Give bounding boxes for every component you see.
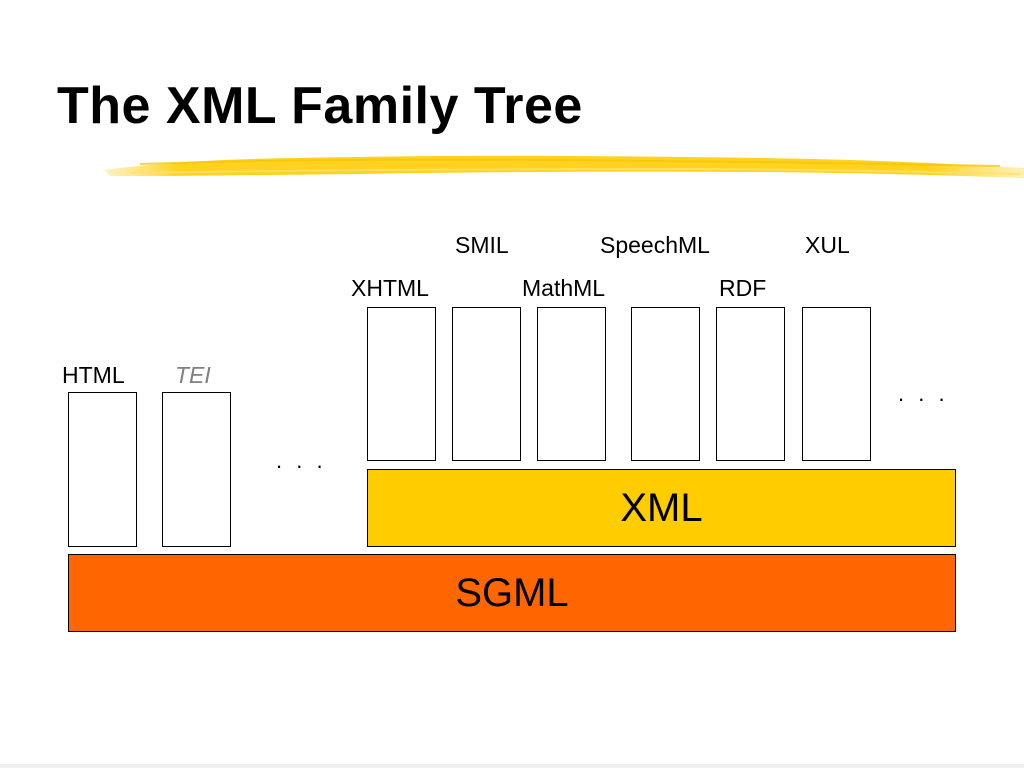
label-html: HTML <box>62 362 125 388</box>
label-xul: XUL <box>805 232 850 258</box>
footer-divider <box>0 764 1024 768</box>
label-tei: TEI <box>175 362 211 388</box>
smil-box <box>452 307 521 461</box>
highlight-stroke-streak <box>139 158 1001 167</box>
highlight-stroke-main <box>104 155 1024 178</box>
html-box <box>68 392 137 547</box>
slide-title: The XML Family Tree <box>57 77 583 135</box>
rdf-box <box>716 307 785 461</box>
xml-layer: XML <box>367 469 956 547</box>
label-smil: SMIL <box>455 232 509 258</box>
label-mathml: MathML <box>522 275 606 301</box>
tei-box <box>162 392 231 547</box>
label-xhtml: XHTML <box>351 275 429 301</box>
xul-box <box>802 307 871 461</box>
xhtml-box <box>367 307 436 461</box>
label-speechml: SpeechML <box>600 232 710 258</box>
xml-layer-label: XML <box>620 486 703 530</box>
highlight-stroke-streak <box>129 167 1021 175</box>
sgml-layer: SGML <box>68 554 956 632</box>
xml-apps-ellipsis: . . . <box>898 381 949 406</box>
sgml-layer-label: SGML <box>455 571 569 615</box>
title-highlight-stroke <box>104 155 1024 178</box>
label-rdf: RDF <box>719 275 767 301</box>
mathml-box <box>537 307 606 461</box>
sgml-apps-ellipsis: . . . <box>276 448 327 473</box>
speechml-box <box>631 307 700 461</box>
